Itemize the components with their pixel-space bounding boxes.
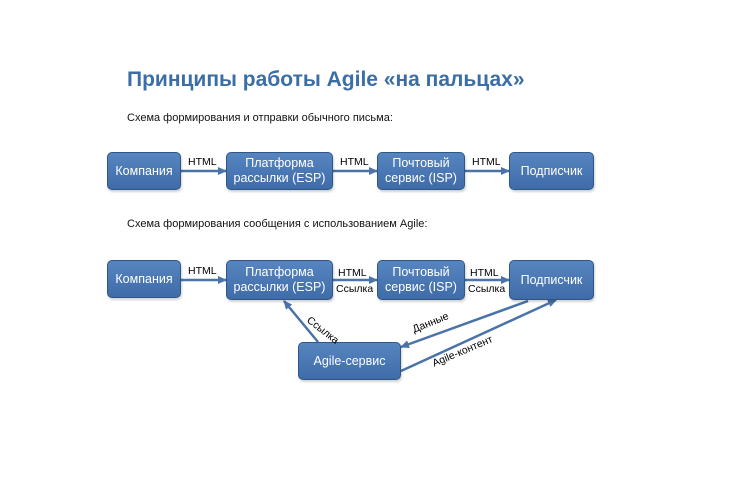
s1-label-company-esp: HTML xyxy=(188,156,217,168)
s2-label-esp-isp-bottom: Ссылка xyxy=(336,283,374,295)
s2-node-agile: Agile-сервис xyxy=(298,342,401,380)
scheme2-caption: Схема формирования сообщения с использов… xyxy=(127,218,428,230)
s1-label-isp-subscriber: HTML xyxy=(472,156,501,168)
s2-node-isp: Почтовый сервис (ISP) xyxy=(377,260,465,300)
s2-node-subscriber: Подписчик xyxy=(509,260,594,300)
s1-node-esp: Платформа рассылки (ESP) xyxy=(226,152,333,190)
s2-node-esp: Платформа рассылки (ESP) xyxy=(226,260,333,300)
s2-label-company-esp: HTML xyxy=(188,265,217,277)
s2-label-isp-subscriber-bottom: Ссылка xyxy=(468,283,506,295)
s1-label-esp-isp: HTML xyxy=(340,156,369,168)
scheme1-caption: Схема формирования и отправки обычного п… xyxy=(127,112,393,124)
page-title: Принципы работы Agile «на пальцах» xyxy=(127,68,525,91)
s1-node-subscriber: Подписчик xyxy=(509,152,594,190)
s2-node-company: Компания xyxy=(107,260,181,298)
s2-arrow-agile-subscriber xyxy=(400,298,557,373)
s2-arrow-agile-esp xyxy=(283,300,319,343)
s2-arrow-subscriber-agile xyxy=(400,299,529,349)
s2-label-isp-subscriber-top: HTML xyxy=(470,267,499,279)
s1-node-company: Компания xyxy=(107,152,181,190)
s2-label-esp-isp-top: HTML xyxy=(338,267,367,279)
s1-node-isp: Почтовый сервис (ISP) xyxy=(377,152,465,190)
